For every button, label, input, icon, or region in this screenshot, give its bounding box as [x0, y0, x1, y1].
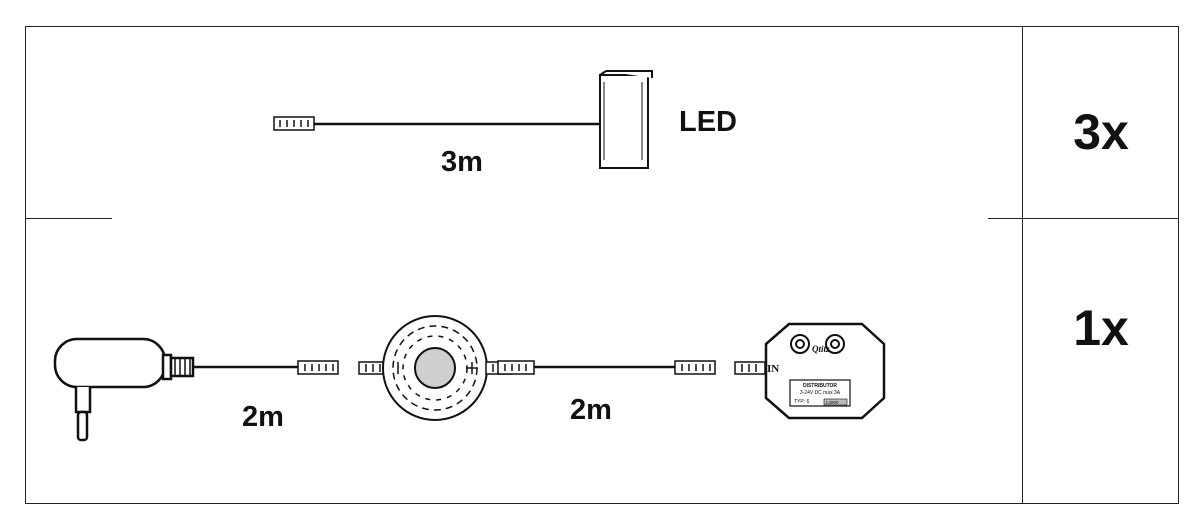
switch-input-socket: [358, 361, 386, 375]
quantity-row1: 3x: [1073, 104, 1129, 160]
switch-cable-length: 2m: [570, 394, 612, 426]
distributor-in-socket: [734, 361, 766, 375]
switch-cable-connector-left: [497, 360, 535, 375]
power-adapter: [53, 337, 195, 442]
distributor-outputs: [790, 334, 845, 354]
distributor-brand: Qtitz: [812, 344, 830, 354]
distributor-label-line3: TYP: 6: [794, 399, 810, 405]
led-fixture: [599, 70, 653, 169]
row1-cable-length: 3m: [441, 146, 483, 178]
adapter-connector: [297, 360, 339, 375]
row-divider-right: [988, 218, 1179, 219]
row-divider-left: [26, 218, 112, 219]
row1-connector: [273, 116, 315, 131]
round-switch: [382, 315, 488, 421]
distributor-code-box: [823, 398, 848, 406]
distributor-label-line2: 3-24V DC max 3A: [800, 390, 841, 396]
column-divider: [1022, 27, 1023, 503]
adapter-cable-length: 2m: [242, 401, 284, 433]
distributor-port-label: IN: [767, 363, 779, 375]
distributor-code: L3909: [826, 400, 839, 405]
led-label: LED: [679, 106, 737, 138]
switch-cable-connector-right: [674, 360, 716, 375]
distributor-label-line1: DISTRIBUTOR: [803, 383, 837, 389]
quantity-row2: 1x: [1073, 300, 1129, 356]
diagram-frame: 3x 1x: [25, 26, 1179, 504]
